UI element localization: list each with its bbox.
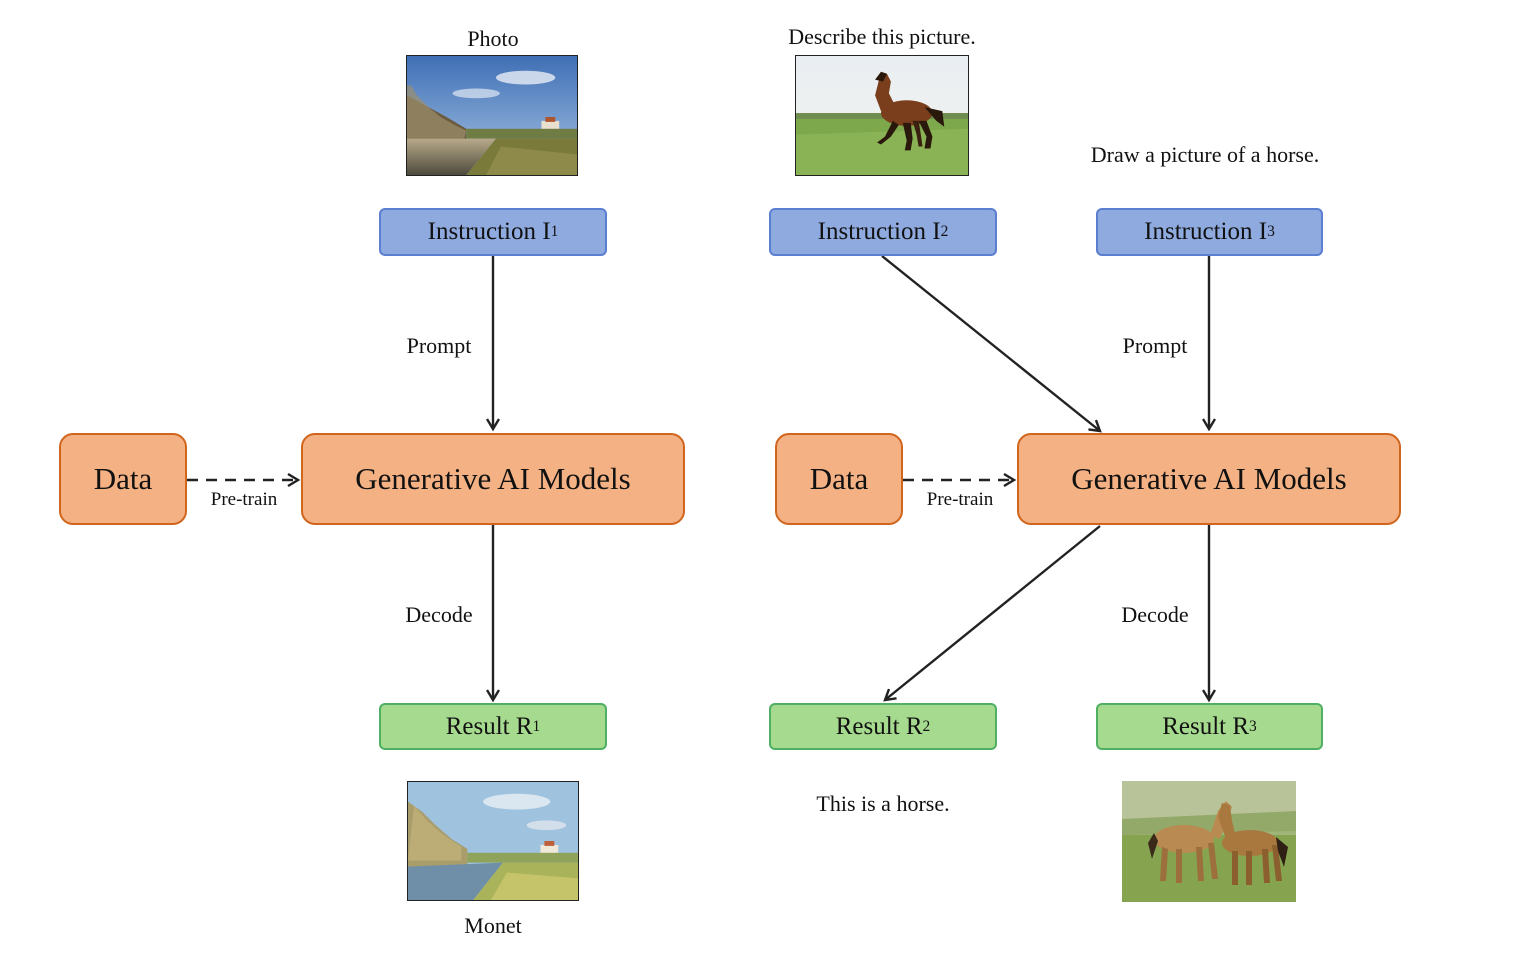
prompt-label-left: Prompt (406, 333, 472, 358)
describe-caption: Describe this picture. (788, 24, 976, 49)
result-1-label: Result R (445, 712, 533, 740)
instruction-1-label: Instruction I (427, 218, 551, 245)
edge-instruction2-to-model (881, 255, 1100, 431)
result-2-label: Result R (835, 712, 923, 740)
running-horse-photo-image (795, 55, 969, 176)
instruction-1-subscript: 1 (550, 223, 559, 240)
decode-label-right: Decode (1121, 602, 1189, 627)
result-2-subscript: 2 (922, 717, 931, 735)
monet-painting-image (407, 781, 579, 901)
result-1-subscript: 1 (532, 717, 541, 735)
monet-caption: Monet (464, 913, 522, 938)
data-box-right: Data (775, 433, 903, 525)
prompt-label-right: Prompt (1122, 333, 1188, 358)
instruction-2-label: Instruction I (817, 218, 941, 245)
this-is-a-horse-caption: This is a horse. (816, 791, 950, 816)
photo-caption: Photo (467, 26, 519, 51)
data-box-left: Data (59, 433, 187, 525)
generative-model-box-left: Generative AI Models (301, 433, 685, 525)
instruction-3-subscript: 3 (1267, 223, 1275, 240)
instruction-2-subscript: 2 (940, 223, 949, 240)
landscape-photo-image (406, 55, 578, 176)
draw-horse-caption: Draw a picture of a horse. (1090, 142, 1320, 167)
edge-model-to-result2 (885, 525, 1101, 700)
result-3-label: Result R (1162, 712, 1250, 740)
generative-model-box-right: Generative AI Models (1017, 433, 1401, 525)
two-horses-image (1122, 781, 1296, 902)
result-3-subscript: 3 (1249, 717, 1257, 735)
pretrain-label-left: Pre-train (210, 489, 278, 510)
pretrain-label-right: Pre-train (926, 489, 994, 510)
instruction-3-label: Instruction I (1144, 218, 1268, 245)
decode-label-left: Decode (405, 602, 473, 627)
